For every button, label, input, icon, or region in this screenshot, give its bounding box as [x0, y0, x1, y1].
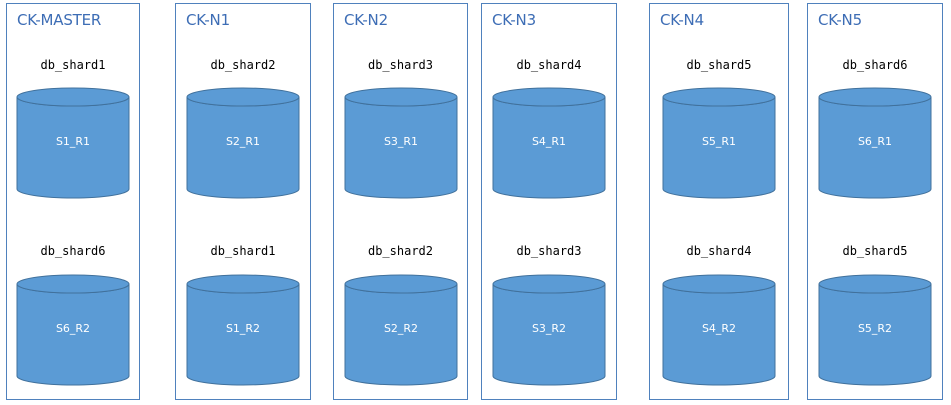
shard-label: db_shard3 [367, 58, 434, 72]
shard-label: db_shard3 [516, 244, 582, 258]
replica-label: S6_R1 [857, 135, 893, 148]
cylinder-top [16, 274, 130, 294]
cylinder-top [186, 87, 300, 107]
replica-cylinder: S2_R1 [186, 87, 300, 199]
replica-label: S1_R1 [55, 135, 91, 148]
shard-label: db_shard2 [210, 58, 276, 72]
replica-label: S5_R1 [701, 135, 737, 148]
cylinder-top [492, 87, 606, 107]
database-cylinder-icon [186, 274, 300, 386]
database-cylinder-icon [662, 87, 776, 199]
shard-label: db_shard5 [842, 244, 908, 258]
database-cylinder-icon [492, 87, 606, 199]
replica-cylinder: S4_R1 [492, 87, 606, 199]
node-title: CK-N1 [186, 11, 230, 29]
replica-cylinder: S5_R1 [662, 87, 776, 199]
node-title: CK-MASTER [17, 11, 102, 29]
shard-label: db_shard6 [40, 244, 106, 258]
cylinder-top [344, 274, 458, 294]
shard-label: db_shard5 [686, 58, 752, 72]
replica-label: S2_R1 [225, 135, 261, 148]
replica-cylinder: S2_R2 [344, 274, 458, 386]
database-cylinder-icon [492, 274, 606, 386]
cylinder-top [818, 87, 932, 107]
replica-cylinder: S5_R2 [818, 274, 932, 386]
replica-cylinder: S6_R1 [818, 87, 932, 199]
replica-label: S4_R1 [531, 135, 567, 148]
shard-label: db_shard4 [686, 244, 752, 258]
node-title: CK-N5 [818, 11, 862, 29]
database-cylinder-icon [662, 274, 776, 386]
replica-label: S3_R1 [383, 135, 419, 148]
cylinder-top [662, 87, 776, 107]
replica-label: S2_R2 [383, 322, 419, 335]
replica-label: S3_R2 [531, 322, 567, 335]
node-title: CK-N4 [660, 11, 704, 29]
shard-label: db_shard4 [516, 58, 582, 72]
cylinder-top [344, 87, 458, 107]
replica-cylinder: S3_R1 [344, 87, 458, 199]
replica-cylinder: S3_R2 [492, 274, 606, 386]
replica-label: S6_R2 [55, 322, 91, 335]
replica-cylinder: S4_R2 [662, 274, 776, 386]
node-title: CK-N2 [344, 11, 388, 29]
database-cylinder-icon [16, 274, 130, 386]
database-cylinder-icon [344, 87, 458, 199]
replica-label: S1_R2 [225, 322, 261, 335]
database-cylinder-icon [344, 274, 458, 386]
database-cylinder-icon [16, 87, 130, 199]
database-cylinder-icon [818, 87, 932, 199]
shard-label: db_shard6 [842, 58, 908, 72]
replica-cylinder: S1_R2 [186, 274, 300, 386]
cylinder-top [16, 87, 130, 107]
replica-cylinder: S6_R2 [16, 274, 130, 386]
node-title: CK-N3 [492, 11, 536, 29]
replica-label: S4_R2 [701, 322, 737, 335]
replica-cylinder: S1_R1 [16, 87, 130, 199]
cylinder-top [492, 274, 606, 294]
cylinder-top [662, 274, 776, 294]
shard-label: db_shard1 [210, 244, 276, 258]
database-cylinder-icon [818, 274, 932, 386]
cylinder-top [818, 274, 932, 294]
shard-label: db_shard2 [367, 244, 434, 258]
database-cylinder-icon [186, 87, 300, 199]
shard-label: db_shard1 [40, 58, 106, 72]
replica-label: S5_R2 [857, 322, 893, 335]
cylinder-top [186, 274, 300, 294]
